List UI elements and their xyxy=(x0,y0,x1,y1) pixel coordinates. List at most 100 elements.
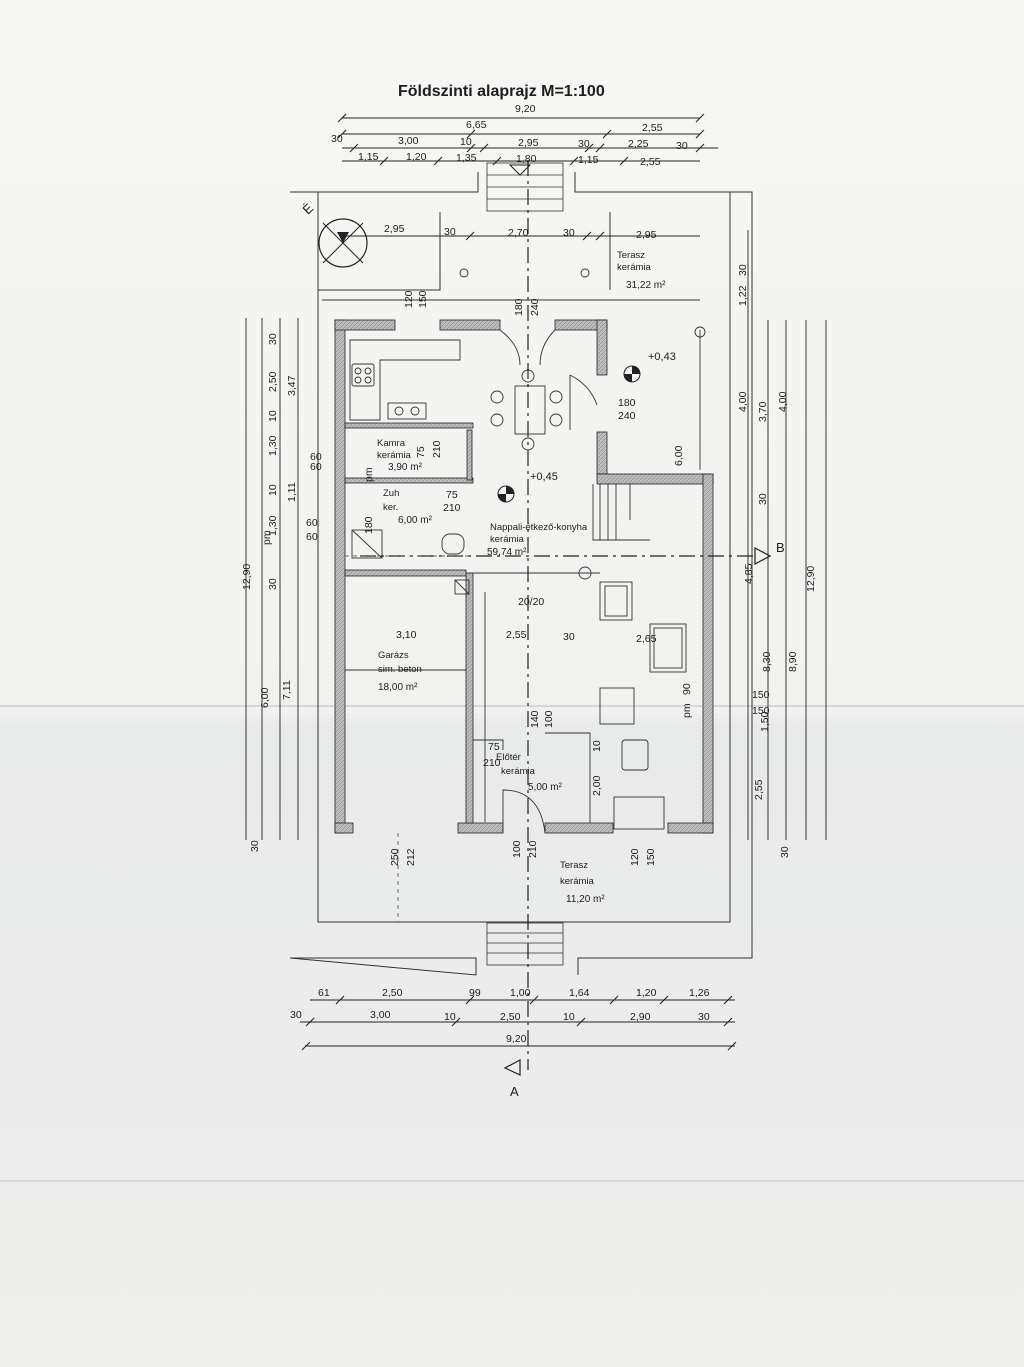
dim-label: 1,64 xyxy=(569,987,590,999)
dim-label: 150 xyxy=(645,848,657,866)
dim-label: 210 xyxy=(443,502,461,514)
room-finish: kerámia xyxy=(490,534,525,545)
dim-label: 2,55 xyxy=(640,156,661,168)
dim-label: 1,20 xyxy=(406,151,427,163)
dim-label: 250 xyxy=(389,848,401,866)
walls xyxy=(334,319,714,834)
dim-label: 10 xyxy=(460,136,472,148)
dim-label: 6,65 xyxy=(466,119,487,131)
dim-label: 100 xyxy=(511,840,523,858)
dimension-lines xyxy=(245,117,827,1047)
dim-label: 90 xyxy=(681,683,693,695)
dim-label: 8,90 xyxy=(787,651,799,672)
level-label: +0,45 xyxy=(530,471,558,483)
dim-label: 60 xyxy=(310,451,322,463)
dim-label: 7,11 xyxy=(281,680,293,700)
dim-label: 2,50 xyxy=(382,987,403,999)
dim-label: 10 xyxy=(444,1011,456,1023)
paper-fold-line xyxy=(0,705,1024,707)
dim-label: 2,95 xyxy=(636,229,657,241)
dim-label: 3,00 xyxy=(370,1009,391,1021)
level-label: +0,43 xyxy=(648,351,676,363)
dimension-ticks xyxy=(301,113,737,1051)
dim-label: 60 xyxy=(306,517,318,529)
top-dimensions: 9,20 6,65 2,55 30 3,00 10 2,95 30 2,25 3… xyxy=(331,103,688,241)
dim-label: 4,00 xyxy=(737,391,749,412)
dim-label: 180 xyxy=(363,516,375,534)
dim-label: 2,00 xyxy=(591,775,603,796)
dim-label: 30 xyxy=(444,226,456,238)
room-name: Garázs xyxy=(378,650,409,661)
room-label-kamra: Kamra kerámia 3,90 m² xyxy=(377,438,423,473)
room-name: Előtér xyxy=(496,752,521,763)
dim-label: 150 xyxy=(752,705,770,717)
dim-label: 30 xyxy=(578,138,590,150)
dim-label: 210 xyxy=(431,440,443,458)
dim-label: 120 xyxy=(629,848,641,866)
dim-label: 10 xyxy=(591,740,603,752)
dim-label: 1,26 xyxy=(689,987,710,999)
dim-label: 30 xyxy=(698,1011,710,1023)
dim-label: 4,85 xyxy=(743,563,755,584)
room-name: Zuh xyxy=(383,488,399,499)
section-label-a: A xyxy=(510,1084,519,1099)
dim-label: 2,55 xyxy=(753,779,765,800)
dim-label: 75 xyxy=(446,489,458,501)
dim-label: 2,95 xyxy=(518,137,539,149)
dim-label: 10 xyxy=(563,1011,575,1023)
entrance-steps xyxy=(486,162,564,966)
dim-label: 1,30 xyxy=(267,435,279,456)
dim-label: 1,80 xyxy=(516,153,537,165)
dim-label: 75 xyxy=(488,741,500,753)
dim-label: 180 xyxy=(618,397,636,409)
dim-label: 2,70 xyxy=(508,227,529,239)
dim-label: 3,70 xyxy=(757,401,769,422)
section-marker-icon xyxy=(503,164,772,1076)
room-finish: sim. beton xyxy=(378,664,422,675)
dim-label: 30 xyxy=(779,846,791,858)
dim-label: 30 xyxy=(331,133,343,145)
dim-label: 3,00 xyxy=(398,135,419,147)
dim-label: 240 xyxy=(529,298,541,316)
room-label-terasz-back: Terasz kerámia 31,22 m² xyxy=(617,250,666,291)
dim-label: 9,20 xyxy=(515,103,536,115)
dim-label: 240 xyxy=(618,410,636,422)
dim-label: 3,47 xyxy=(286,375,298,396)
dim-label: 180 xyxy=(513,298,525,316)
section-label-b: B xyxy=(776,540,785,555)
left-dimensions: 30 2,50 10 1,30 10 1,30 30 6,00 30 3,47 … xyxy=(241,333,322,852)
dim-label: 30 xyxy=(563,227,575,239)
dim-label: 10 xyxy=(267,484,279,496)
dim-label: 99 xyxy=(469,987,481,999)
dim-label: 150 xyxy=(752,689,770,701)
terrace-outlines xyxy=(289,172,753,976)
dim-label: 60 xyxy=(310,461,322,473)
room-finish: kerámia xyxy=(377,450,412,461)
room-label-eloter: Előtér kerámia 5,00 m² xyxy=(496,752,563,793)
north-arrow-icon xyxy=(318,218,368,268)
dim-label: 3,10 xyxy=(396,629,417,641)
room-name: Terasz xyxy=(617,250,645,261)
dim-label: 1,15 xyxy=(358,151,379,163)
level-marker-icon xyxy=(497,365,641,503)
room-name: Nappali-étkező-konyha xyxy=(490,522,588,533)
dim-label: 2,95 xyxy=(384,223,405,235)
dim-label: 1,50 xyxy=(759,711,771,732)
dim-label: 2,50 xyxy=(267,371,279,392)
dim-label: 1,00 xyxy=(510,987,531,999)
dim-label: pm xyxy=(261,530,273,545)
interior-dimensions: 3,10 2,55 30 2,65 2,00 10 120 150 180 24… xyxy=(261,290,693,866)
north-label: É xyxy=(300,200,317,217)
dim-label: 61 xyxy=(318,987,330,999)
room-finish: ker. xyxy=(383,502,398,513)
dim-label: 60 xyxy=(306,531,318,543)
dim-label: 8,30 xyxy=(761,651,773,672)
dim-label: pm xyxy=(681,703,693,718)
dim-label: 6,00 xyxy=(259,687,271,708)
dim-label: 75 xyxy=(415,446,427,458)
dim-label: 30 xyxy=(267,333,279,345)
dim-label: 1,11 xyxy=(286,482,298,502)
dim-label: 140 xyxy=(529,710,541,728)
dim-label: 30 xyxy=(249,840,261,852)
